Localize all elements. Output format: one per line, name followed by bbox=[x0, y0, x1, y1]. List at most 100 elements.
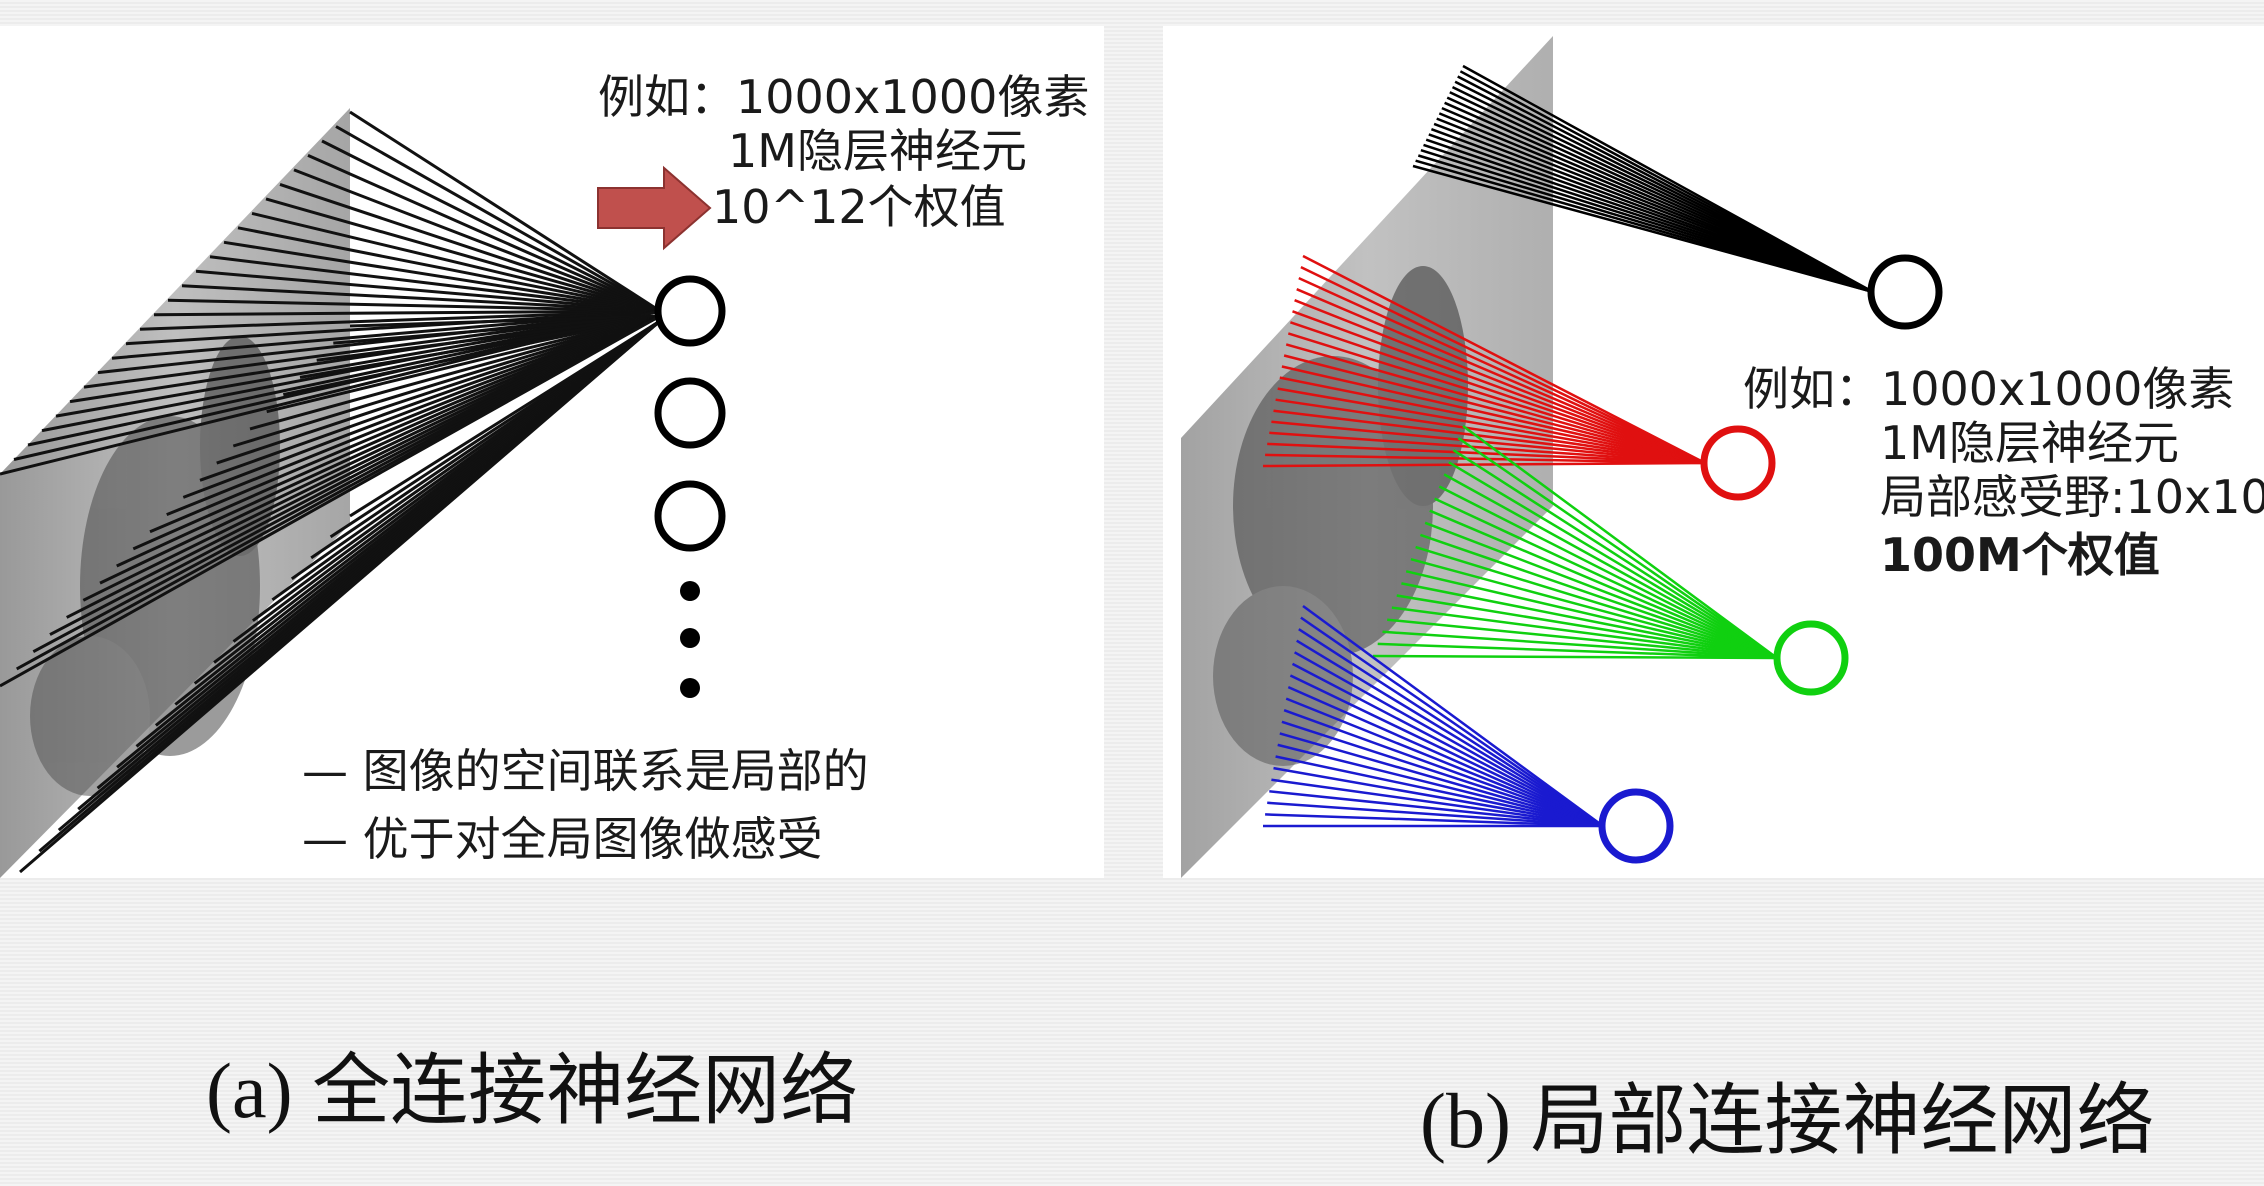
connection-line-green bbox=[1410, 557, 1778, 660]
connection-line bbox=[293, 168, 661, 313]
connection-line bbox=[166, 314, 661, 516]
connection-line-red bbox=[1300, 265, 1706, 465]
connection-line bbox=[282, 314, 661, 397]
connection-line bbox=[97, 309, 661, 375]
connection-line-green bbox=[1429, 509, 1778, 660]
connection-line-red bbox=[1265, 453, 1706, 465]
connection-line-green bbox=[1424, 521, 1778, 660]
connection-line bbox=[279, 182, 661, 313]
hidden-neuron bbox=[654, 480, 726, 552]
panel-fully-connected: 例如：1000x1000像素 1M隐层神经元 10^12个权值 — 图像的空间联… bbox=[0, 26, 1104, 878]
connection-line-green bbox=[1396, 594, 1778, 660]
connection-line-green bbox=[1391, 606, 1778, 660]
connection-line bbox=[199, 314, 661, 482]
connection-line-red bbox=[1267, 442, 1706, 465]
connection-line-green bbox=[1462, 424, 1778, 660]
connection-line bbox=[251, 211, 661, 313]
example-line-1: 例如：1000x1000像素 bbox=[598, 70, 1090, 124]
connection-line-red bbox=[1292, 310, 1706, 465]
connection-line-red bbox=[1287, 332, 1706, 465]
connection-line bbox=[0, 314, 661, 688]
connection-line bbox=[139, 309, 661, 331]
connection-line bbox=[335, 125, 661, 313]
hidden-neuron-black bbox=[1867, 254, 1943, 330]
connection-line bbox=[349, 314, 661, 328]
ellipsis-dot bbox=[680, 678, 700, 698]
connection-line-red bbox=[1294, 299, 1706, 465]
connection-line bbox=[266, 314, 661, 414]
fully-connected-diagram bbox=[0, 108, 726, 878]
connection-line-blue bbox=[1296, 639, 1604, 828]
connection-line-blue bbox=[1298, 628, 1604, 828]
example-line-3: 10^12个权值 bbox=[712, 180, 1006, 234]
connection-line-blue bbox=[1291, 662, 1604, 828]
arrow-icon bbox=[597, 165, 712, 251]
connection-line bbox=[316, 314, 661, 362]
connection-line bbox=[41, 309, 661, 433]
example-line-2: 1M隐层神经元 bbox=[728, 124, 1027, 178]
connection-line-blue bbox=[1269, 790, 1604, 828]
connection-line bbox=[232, 314, 661, 448]
connection-line-red bbox=[1289, 321, 1706, 465]
ellipsis-dot bbox=[680, 581, 700, 601]
connection-line-red bbox=[1277, 387, 1706, 465]
connection-line-green bbox=[1401, 582, 1778, 660]
hidden-neurons bbox=[654, 275, 726, 698]
hidden-neuron-green bbox=[1773, 620, 1849, 696]
connection-line-red bbox=[1302, 254, 1706, 465]
connection-line bbox=[265, 197, 661, 313]
connection-line bbox=[69, 309, 661, 404]
connection-line-green bbox=[1443, 473, 1778, 660]
connection-line-blue bbox=[1289, 674, 1604, 828]
connection-line-green bbox=[1382, 630, 1778, 660]
connection-line bbox=[349, 110, 661, 313]
connection-line-blue bbox=[1281, 720, 1604, 828]
example-line-2: 1M隐层神经元 bbox=[1880, 416, 2179, 470]
connection-line-blue bbox=[1293, 651, 1604, 828]
note-line-1: — 图像的空间联系是局部的 bbox=[302, 744, 869, 798]
caption-a: (a) 全连接神经网络 bbox=[206, 1047, 859, 1134]
connection-line-blue bbox=[1302, 604, 1604, 828]
connection-line bbox=[321, 139, 661, 313]
connection-line-red bbox=[1296, 288, 1706, 465]
example-line-1: 例如：1000x1000像素 bbox=[1743, 362, 2235, 416]
connection-line bbox=[237, 226, 661, 313]
connection-line-blue bbox=[1273, 766, 1604, 828]
connection-line-blue bbox=[1271, 778, 1604, 828]
connection-line-green bbox=[1434, 497, 1778, 660]
hidden-neurons bbox=[1598, 254, 1943, 864]
connection-line-red bbox=[1283, 354, 1706, 465]
connection-line-green bbox=[1415, 545, 1778, 660]
connection-line-blue bbox=[1267, 801, 1604, 828]
connection-line-blue bbox=[1285, 697, 1604, 828]
connection-line-green bbox=[1448, 461, 1778, 660]
connection-line-green bbox=[1452, 449, 1778, 660]
connection-line-green bbox=[1457, 437, 1778, 660]
connection-line-green bbox=[1377, 642, 1778, 660]
connection-line-red bbox=[1275, 398, 1706, 465]
connection-line-red bbox=[1281, 365, 1706, 465]
connection-line-blue bbox=[1283, 709, 1604, 828]
connection-line-red bbox=[1262, 461, 1706, 468]
panel-locally-connected: 例如：1000x1000像素 1M隐层神经元 局部感受野:10x10 100M个… bbox=[1163, 26, 2264, 878]
connection-line-green bbox=[1405, 570, 1778, 660]
connection-line bbox=[209, 255, 661, 313]
hidden-neuron bbox=[654, 275, 726, 347]
connection-line-green bbox=[1419, 533, 1778, 660]
connection-line-red bbox=[1269, 431, 1706, 465]
hidden-neuron-red bbox=[1700, 425, 1776, 501]
local-connection-lines bbox=[1262, 64, 1874, 828]
connection-line-black bbox=[1412, 164, 1874, 294]
connection-line bbox=[181, 284, 661, 313]
connection-line-green bbox=[1372, 654, 1778, 660]
connection-line bbox=[167, 298, 661, 313]
connection-line bbox=[182, 314, 661, 499]
connection-line bbox=[153, 309, 661, 317]
connection-line bbox=[216, 314, 661, 465]
connection-line-blue bbox=[1279, 732, 1604, 828]
connection-line-red bbox=[1298, 276, 1706, 465]
connection-line-red bbox=[1279, 376, 1706, 465]
example-line-4: 100M个权值 bbox=[1880, 528, 2160, 582]
connection-line-green bbox=[1387, 618, 1778, 660]
connection-line bbox=[195, 269, 661, 313]
